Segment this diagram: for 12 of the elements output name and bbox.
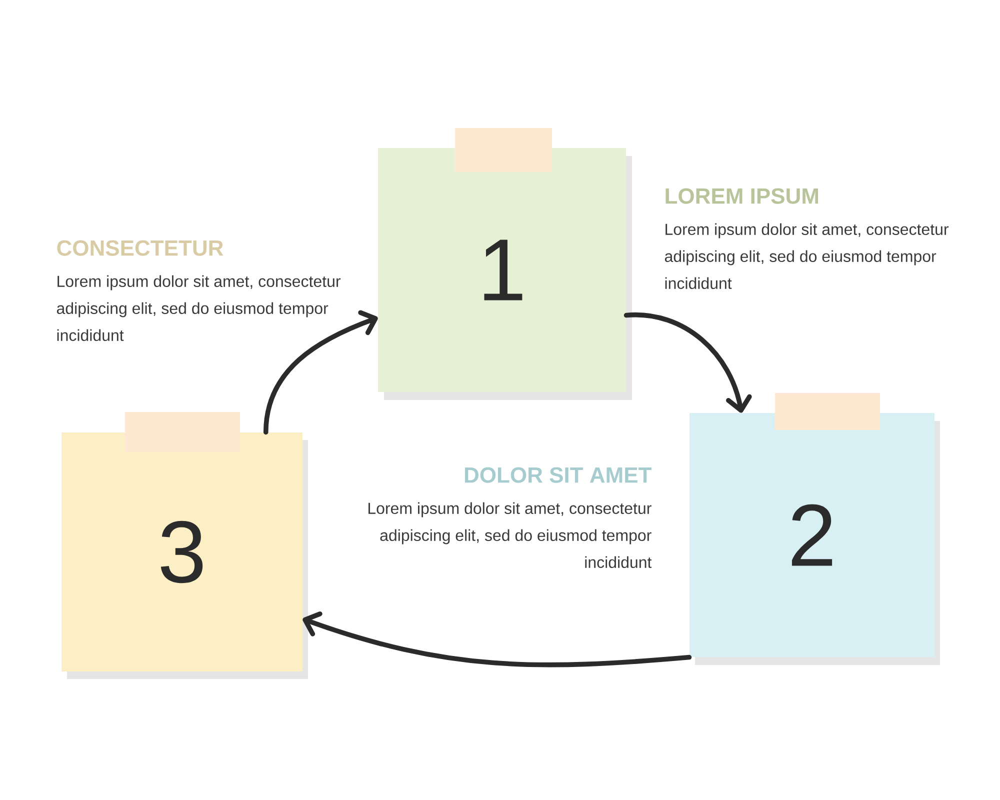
body-text: Lorem ipsum dolor sit amet, consectetur adipiscing elit, sed do eiusmod tempor incididunt	[368, 502, 652, 568]
heading: DOLOR SIT AMET	[465, 467, 652, 483]
sticky-note: 3	[62, 432, 308, 679]
sticky-note: 1	[378, 148, 632, 400]
arrow	[302, 611, 692, 668]
body-text: Lorem ipsum dolor sit amet, consectetur adipiscing elit, sed do eiusmod tempor incididunt	[56, 275, 341, 341]
heading: CONSECTETUR	[57, 240, 224, 256]
arrow	[263, 310, 378, 435]
heading: LOREM IPSUM	[666, 188, 818, 204]
sticky-note: 2	[690, 413, 940, 665]
arrow	[624, 312, 752, 413]
body-text: Lorem ipsum dolor sit amet, consectetur adipiscing elit, sed do eiusmod tempor incididunt	[664, 223, 949, 289]
